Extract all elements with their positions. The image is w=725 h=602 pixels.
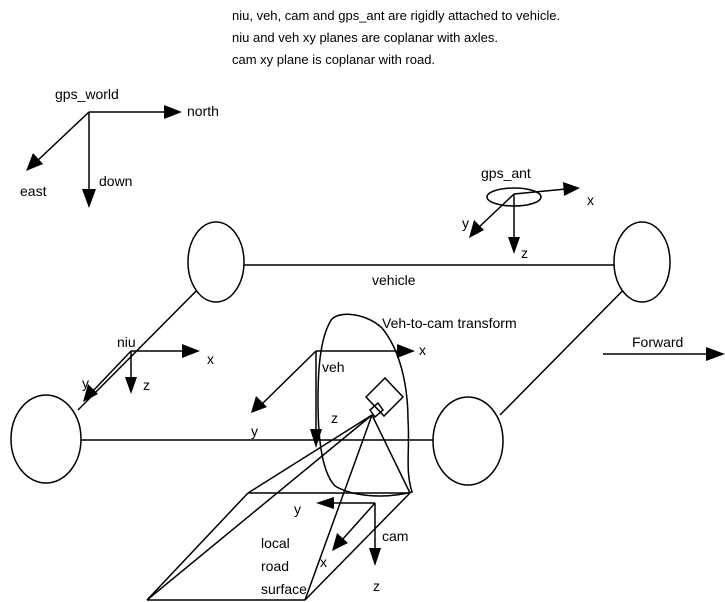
gps-ant-label: gps_ant — [481, 165, 531, 181]
down-label: down — [99, 173, 132, 189]
camera-icon — [364, 376, 405, 419]
gps-ant-y-label: y — [462, 215, 469, 231]
niu-y-label: y — [82, 375, 89, 391]
gps-ant-x-label: x — [587, 192, 594, 208]
niu-z-label: z — [143, 377, 150, 393]
road-surface — [146, 414, 411, 601]
veh-z-label: z — [331, 410, 338, 426]
cam-z-label: z — [373, 578, 380, 594]
transform-region — [317, 313, 413, 497]
veh-frame: veh x y z — [251, 342, 426, 448]
forward-label: Forward — [632, 334, 683, 350]
east-label: east — [20, 183, 47, 199]
note-line-3: cam xy plane is coplanar with road. — [232, 52, 435, 67]
road-label-line-2: road — [261, 558, 289, 574]
cam-frame: cam x y z — [294, 497, 408, 594]
cam-x-label: x — [320, 554, 327, 570]
vehicle-label: vehicle — [372, 272, 416, 288]
niu-label: niu — [117, 334, 136, 350]
veh-x-label: x — [419, 342, 426, 358]
forward-arrow: Forward — [603, 334, 725, 361]
niu-frame: niu x y z — [82, 334, 214, 402]
note-line-2: niu and veh xy planes are coplanar with … — [232, 30, 498, 45]
gps-ant-z-label: z — [521, 245, 528, 261]
wheel-front-right — [432, 396, 504, 486]
wheel-rear-left — [187, 221, 245, 303]
north-label: north — [187, 103, 219, 119]
niu-x-label: x — [207, 351, 214, 367]
wheel-rear-right — [10, 394, 82, 484]
cam-y-label: y — [294, 501, 301, 517]
gps-world-label: gps_world — [55, 86, 119, 102]
road-label-line-3: surface — [261, 581, 307, 597]
road-label-line-1: local — [261, 535, 290, 551]
wheel-front-left — [613, 221, 671, 303]
gps-ant-frame: gps_ant x y z — [462, 165, 594, 261]
gps-world-frame: gps_world north east down — [20, 86, 219, 208]
cam-label: cam — [382, 528, 408, 544]
note-line-1: niu, veh, cam and gps_ant are rigidly at… — [232, 8, 560, 23]
veh-y-label: y — [251, 423, 258, 439]
vehicle-body — [77, 264, 649, 441]
transform-label: Veh-to-cam transform — [382, 315, 517, 331]
veh-label: veh — [322, 359, 345, 375]
